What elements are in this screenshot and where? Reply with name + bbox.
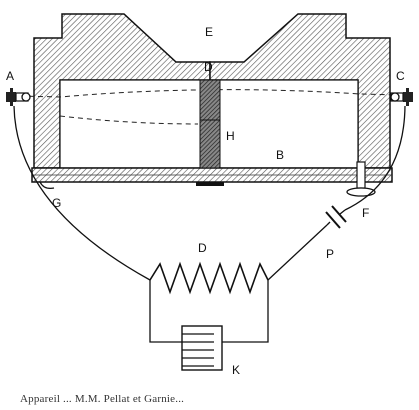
label-f: F xyxy=(362,206,369,220)
wire-coil-loop xyxy=(149,280,269,343)
figure-caption: Appareil ... M.M. Pellat et Garnie... xyxy=(20,393,185,405)
battery-k xyxy=(181,325,223,371)
capacitor-p xyxy=(325,205,347,229)
wire-right-to-p xyxy=(344,105,406,211)
column-lower xyxy=(199,119,221,169)
label-d-column: D xyxy=(204,60,213,74)
label-a: A xyxy=(6,69,14,83)
label-g: G xyxy=(52,196,61,210)
label-e: E xyxy=(205,25,213,39)
wire-left xyxy=(13,105,151,281)
coil-d xyxy=(149,261,269,295)
wire-p-to-coil xyxy=(267,224,328,281)
screw-f xyxy=(346,161,376,197)
label-c: C xyxy=(396,69,405,83)
column-foot xyxy=(196,182,224,186)
terminal-a xyxy=(6,88,31,106)
label-k: K xyxy=(232,363,240,377)
label-b: B xyxy=(276,148,284,162)
label-d-coil: D xyxy=(198,241,207,255)
terminal-c xyxy=(390,88,413,106)
label-p: P xyxy=(326,247,334,261)
column-upper xyxy=(199,79,221,121)
bracket-g xyxy=(39,181,55,190)
label-h: H xyxy=(226,129,235,143)
